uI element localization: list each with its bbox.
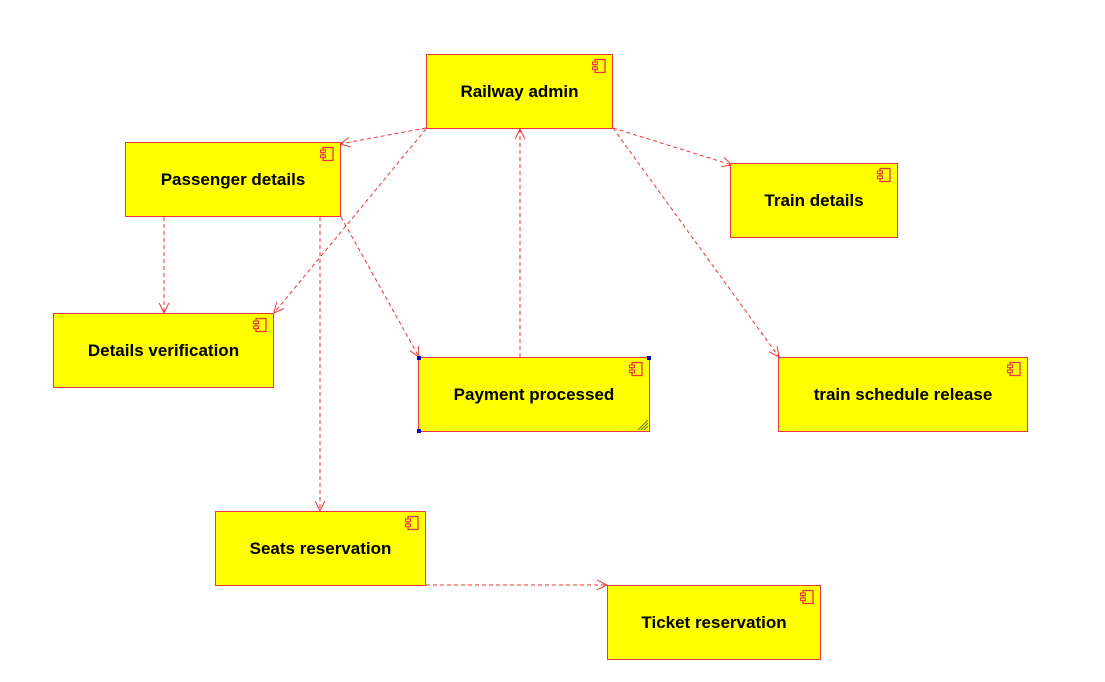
dependency-railway-admin-to-passenger-details[interactable] — [338, 127, 427, 148]
component-icon — [404, 515, 419, 531]
component-label: Passenger details — [160, 169, 306, 189]
component-label: Ticket reservation — [641, 612, 787, 632]
component-label: Train details — [764, 190, 864, 210]
dependency-line[interactable] — [612, 127, 733, 166]
component-payment-processed[interactable]: Payment processed — [417, 356, 651, 433]
component-label: train schedule release — [813, 384, 993, 404]
component-label: Seats reservation — [249, 538, 392, 558]
dependency-passenger-details-to-payment-processed[interactable] — [340, 216, 420, 359]
dependency-railway-admin-to-details-verification[interactable] — [273, 128, 427, 314]
arrowhead-icon — [273, 302, 285, 314]
component-icon — [628, 361, 643, 377]
dependency-seats-reservation-to-ticket-reservation[interactable] — [426, 579, 609, 591]
selection-handle[interactable] — [417, 356, 421, 360]
selection-handle[interactable] — [647, 356, 651, 360]
component-train-details[interactable]: Train details — [730, 163, 898, 238]
component-railway-admin[interactable]: Railway admin — [426, 54, 613, 129]
selection-handle[interactable] — [417, 429, 421, 433]
component-passenger-details[interactable]: Passenger details — [125, 142, 341, 217]
component-ticket-reservation[interactable]: Ticket reservation — [607, 585, 821, 660]
resize-grip-icon[interactable] — [636, 418, 648, 430]
component-label: Payment processed — [453, 384, 615, 404]
component-icon — [1006, 361, 1021, 377]
dependency-line[interactable] — [273, 128, 427, 314]
component-label: Details verification — [87, 340, 240, 360]
component-label: Railway admin — [460, 81, 579, 101]
component-train-schedule-release[interactable]: train schedule release — [778, 357, 1028, 432]
component-details-verification[interactable]: Details verification — [53, 313, 274, 388]
component-icon — [591, 58, 606, 74]
dependency-railway-admin-to-train-details[interactable] — [612, 127, 734, 168]
component-icon — [252, 317, 267, 333]
component-icon — [799, 589, 814, 605]
dependency-passenger-details-to-details-verification[interactable] — [158, 217, 170, 315]
arrowhead-icon — [514, 127, 526, 140]
component-icon — [876, 167, 891, 183]
dependency-line[interactable] — [339, 127, 427, 145]
dependency-line[interactable] — [612, 127, 780, 358]
dependency-line[interactable] — [340, 216, 420, 358]
component-icon — [319, 146, 334, 162]
component-seats-reservation[interactable]: Seats reservation — [215, 511, 426, 586]
dependency-edges — [158, 127, 780, 591]
dependency-payment-processed-to-railway-admin[interactable] — [514, 127, 526, 357]
